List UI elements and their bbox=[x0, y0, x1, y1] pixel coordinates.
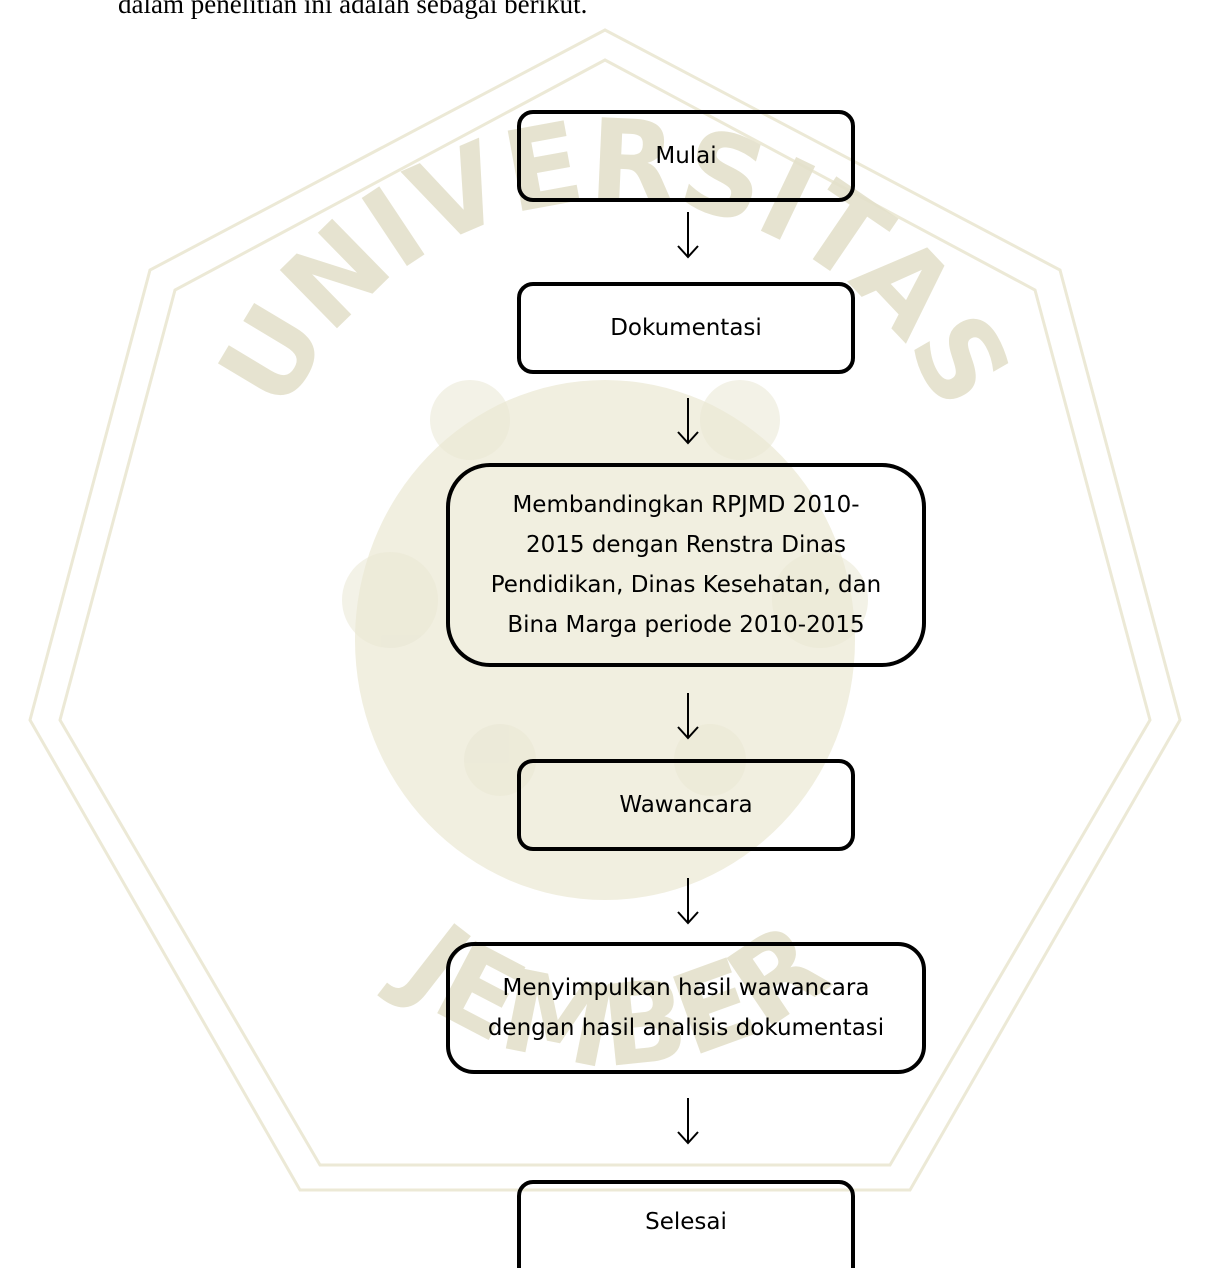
flow-step-compare-line-4: Bina Marga periode 2010-2015 bbox=[507, 612, 865, 638]
down-arrow-icon bbox=[677, 1098, 699, 1145]
flow-step-conclude-line-2: dengan hasil analisis dokumentasi bbox=[487, 1015, 885, 1041]
down-arrow-icon bbox=[677, 878, 699, 925]
intro-paragraph: dalam penelitian ini adalah sebagai beri… bbox=[118, 0, 588, 19]
flow-step-compare-line-3: Pendidikan, Dinas Kesehatan, dan bbox=[490, 572, 882, 598]
flow-step-compare-line-2: 2015 dengan Renstra Dinas bbox=[525, 532, 847, 558]
flow-step-interview-label: Wawancara bbox=[619, 792, 753, 818]
flow-step-documentation: Dokumentasi bbox=[517, 282, 855, 374]
flow-step-compare-line-1: Membandingkan RPJMD 2010- bbox=[512, 492, 860, 518]
flow-step-start: Mulai bbox=[517, 110, 855, 202]
flow-step-interview: Wawancara bbox=[517, 759, 855, 851]
flow-step-conclude-line-1: Menyimpulkan hasil wawancara bbox=[502, 975, 870, 1001]
flow-step-compare: Membandingkan RPJMD 2010- 2015 dengan Re… bbox=[446, 463, 926, 667]
down-arrow-icon bbox=[677, 693, 699, 740]
down-arrow-icon bbox=[677, 212, 699, 259]
flow-step-start-label: Mulai bbox=[655, 143, 717, 169]
flow-step-conclude: Menyimpulkan hasil wawancara dengan hasi… bbox=[446, 942, 926, 1074]
flow-step-documentation-label: Dokumentasi bbox=[610, 315, 762, 341]
flow-step-end: Selesai bbox=[517, 1180, 855, 1268]
flow-step-end-label: Selesai bbox=[645, 1209, 727, 1235]
down-arrow-icon bbox=[677, 398, 699, 445]
